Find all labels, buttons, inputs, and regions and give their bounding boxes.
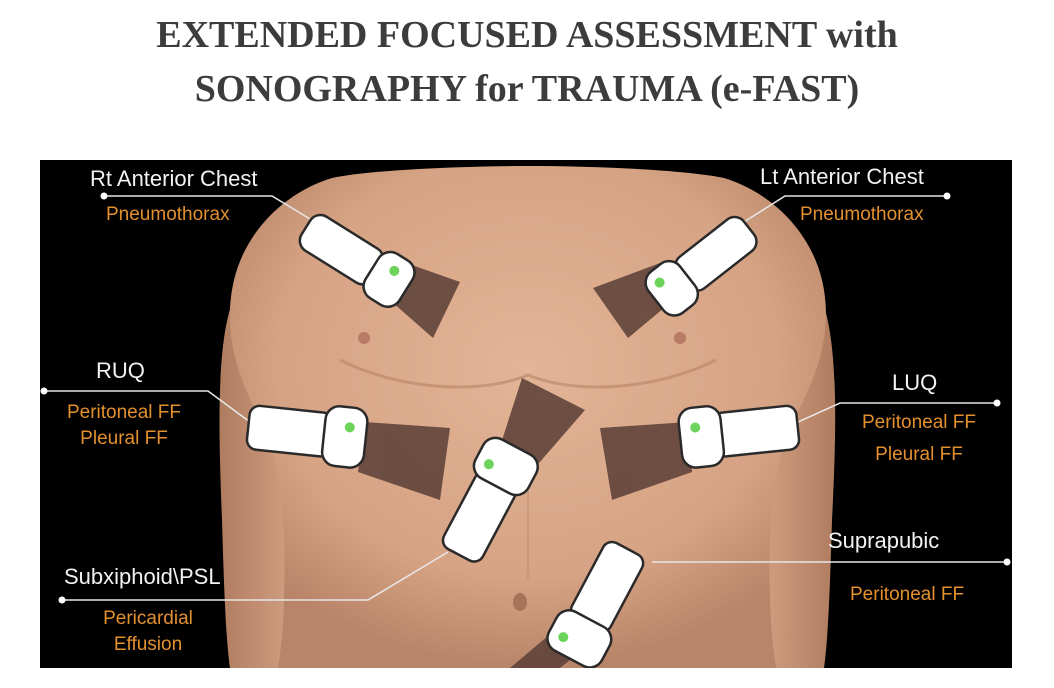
leader-dot-suprapubic xyxy=(1003,558,1011,566)
pectoral-shading xyxy=(339,358,717,389)
label-subxiphoid-psl: Subxiphoid\PSL xyxy=(64,564,221,589)
probe-suprapubic xyxy=(546,540,645,668)
finding-luq-pleural: Pleural FF xyxy=(875,444,963,465)
finding-rt-chest-pneumothorax: Pneumothorax xyxy=(106,204,230,225)
probe-lt-chest xyxy=(644,215,758,317)
beam-luq xyxy=(600,422,692,500)
label-ruq: RUQ xyxy=(96,358,145,383)
left-nipple xyxy=(674,332,686,344)
leader-dot-subxiphoid xyxy=(58,596,66,604)
label-rt-anterior-chest: Rt Anterior Chest xyxy=(90,166,258,191)
leader-dot-ruq xyxy=(40,387,48,395)
finding-subxiphoid-effusion: Effusion xyxy=(113,634,183,655)
finding-ruq-pleural: Pleural FF xyxy=(80,428,168,449)
leader-lines xyxy=(44,195,1007,601)
probe-ruq xyxy=(245,404,369,469)
finding-subxiphoid-pericardial: Pericardial xyxy=(103,608,193,629)
label-luq: LUQ xyxy=(892,370,938,395)
beam-ruq xyxy=(358,422,450,500)
label-suprapubic: Suprapubic xyxy=(828,528,940,553)
leader-dot-luq xyxy=(993,399,1001,407)
right-nipple xyxy=(358,332,370,344)
torso-illustration xyxy=(40,166,1011,668)
probe-luq xyxy=(677,404,801,469)
navel xyxy=(513,593,527,611)
page-title: EXTENDED FOCUSED ASSESSMENT with SONOGRA… xyxy=(0,8,1054,116)
leader-dot-rt-chest xyxy=(100,192,108,200)
finding-ruq-peritoneal: Peritoneal FF xyxy=(66,402,182,423)
probe-rt-chest xyxy=(298,213,416,308)
probe-subxiphoid xyxy=(441,436,539,563)
leader-dots xyxy=(40,192,1011,604)
finding-suprapubic-peritoneal: Peritoneal FF xyxy=(850,584,965,605)
label-lt-anterior-chest: Lt Anterior Chest xyxy=(760,164,924,189)
finding-luq-peritoneal: Peritoneal FF xyxy=(861,412,977,433)
leader-subxiphoid xyxy=(62,551,449,601)
title-line-2: SONOGRAPHY for TRAUMA (e-FAST) xyxy=(194,68,860,110)
leader-ruq xyxy=(44,390,251,423)
probes xyxy=(245,213,801,668)
finding-lt-chest-pneumothorax: Pneumothorax xyxy=(800,204,924,225)
efast-diagram: Rt Anterior Chest Pneumothorax Lt Anteri… xyxy=(40,160,1012,668)
leader-rt-chest xyxy=(104,195,316,223)
leader-luq xyxy=(797,402,997,423)
leader-lt-chest xyxy=(743,195,947,223)
leader-dot-lt-chest xyxy=(943,192,951,200)
title-line-1: EXTENDED FOCUSED ASSESSMENT with xyxy=(156,14,898,56)
